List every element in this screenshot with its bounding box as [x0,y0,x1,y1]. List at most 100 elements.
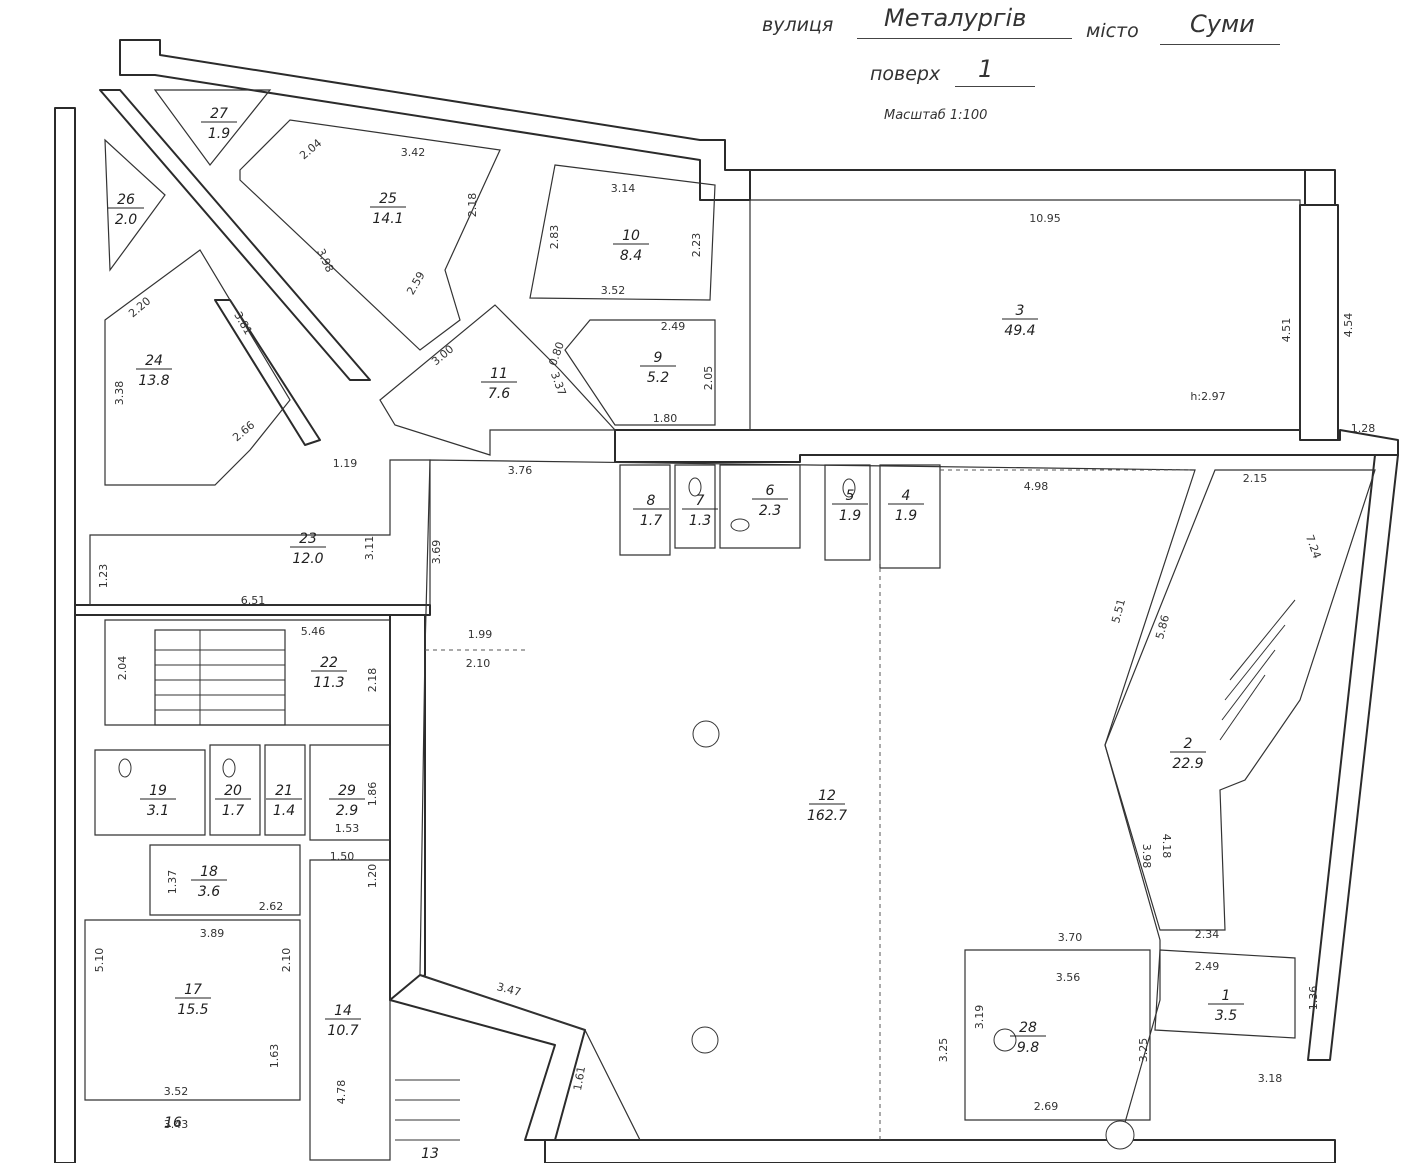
dimension-label: 3.52 [601,284,626,297]
room-area: 13.8 [138,373,169,389]
column-icon [1105,1120,1135,1150]
dimension-label: 5.86 [1153,614,1172,641]
room-area: 9.8 [1017,1040,1039,1056]
room-label-24: 24 13.8 [136,353,172,389]
room-number: 2 [1184,736,1193,752]
dimension-label: 2.18 [466,193,479,218]
room-area: 1.7 [640,513,662,529]
dimension-label: 3.89 [200,927,225,940]
room-number: 13 [421,1146,439,1162]
room-number: 1 [1222,988,1231,1004]
dimension-label: 2.15 [1243,472,1268,485]
room-number: 27 [210,106,228,122]
toilet-icon [222,758,236,778]
scale-label: Масштаб 1:100 [884,108,988,123]
room-area: 11.3 [313,675,344,691]
city-underline [1160,44,1280,45]
room-label-28: 289.8 [1010,1020,1046,1056]
dimension-label: 2.10 [280,948,293,973]
dimension-label: 3.98 [314,247,336,275]
dimension-label: 5.10 [93,948,106,973]
toilet-icon [730,518,750,532]
dimension-label: 1.50 [330,850,355,863]
room-number: 23 [299,531,317,547]
dimension-label: 2.04 [297,136,324,162]
dimension-label: 1.23 [97,564,110,589]
room-label-20: 201.7 [215,783,251,819]
column-icon [993,1028,1017,1052]
room-area: 2.3 [759,503,781,519]
room-label-27: 271.9 [201,106,237,142]
room-label-21: 211.4 [266,783,302,819]
room-number: 25 [379,191,397,207]
floor-value: 1 [978,55,994,83]
room-area: 1.9 [208,126,230,142]
room-area: 10.7 [327,1023,358,1039]
room-label-3: 349.4 [1002,303,1038,339]
dimension-label: h:2.97 [1190,390,1225,403]
toilet-icon [842,478,856,498]
dimension-label: 3.25 [937,1038,950,1063]
dimension-label: 10.95 [1029,212,1061,225]
room-area: 15.5 [177,1002,208,1018]
room-label-18: 183.6 [191,864,227,900]
dimension-label: 2.49 [1195,960,1220,973]
dimension-label: 2.20 [126,294,153,320]
city-label: місто [1086,20,1139,42]
dimension-label: 3.47 [495,980,522,999]
dimension-label: 1.53 [335,822,360,835]
dimension-label: 3.11 [363,536,376,561]
street-underline [857,38,1072,39]
room-area: 12.0 [292,551,323,567]
room-number: 29 [338,783,356,799]
room-number: 24 [145,353,163,369]
city-value: Суми [1190,10,1255,38]
toilet-icon [688,477,702,497]
dimension-label: 2.10 [466,657,491,670]
dimension-label: 4.78 [335,1080,348,1105]
room-number: 10 [622,228,640,244]
room-number: 26 [117,192,135,208]
room-area: 7.6 [488,386,510,402]
room-number: 19 [149,783,167,799]
dimension-label: 2.49 [661,320,686,333]
room-area: 162.7 [807,808,847,824]
room-area: 49.4 [1004,323,1035,339]
dimension-label: 1.19 [333,457,358,470]
dimension-label: 3.52 [164,1085,189,1098]
dimension-label: 3.18 [1258,1072,1283,1085]
street-value: Металургів [884,4,1027,32]
room-area: 1.9 [839,508,861,524]
dimension-label: 6.51 [241,594,266,607]
dimension-label: 2.34 [1195,928,1220,941]
dimension-label: 1.28 [1351,422,1376,435]
dimension-label: 4.51 [1280,318,1293,343]
room-label-2: 222.9 [1170,736,1206,772]
dimension-label: 3.37 [548,370,569,397]
room-number: 21 [275,783,293,799]
dimension-label: 3.42 [401,146,426,159]
room-label-7: 71.3 [682,493,718,529]
dimension-label: 1.61 [571,1065,588,1091]
room-label-1: 13.5 [1208,988,1244,1024]
room-label-10: 108.4 [613,228,649,264]
stairs [154,599,1296,1141]
floor-label: поверх [870,63,941,85]
room-area: 14.1 [372,211,403,227]
room-labels: 13.5222.9349.441.951.962.371.381.795.210… [108,106,1244,1162]
dimension-label: 5.46 [301,625,326,638]
street-label: вулиця [762,14,834,36]
room-label-16: 16 [164,1115,182,1131]
room-number: 6 [766,483,775,499]
dimension-label: 3.19 [973,1005,986,1030]
dimension-label: 3.98 [1140,844,1153,869]
room-area: 3.6 [198,884,220,900]
column-icon [691,1026,719,1054]
dimension-label: 3.70 [1058,931,1083,944]
room-area: 3.5 [1215,1008,1237,1024]
dimension-label: 7.24 [1303,533,1324,560]
